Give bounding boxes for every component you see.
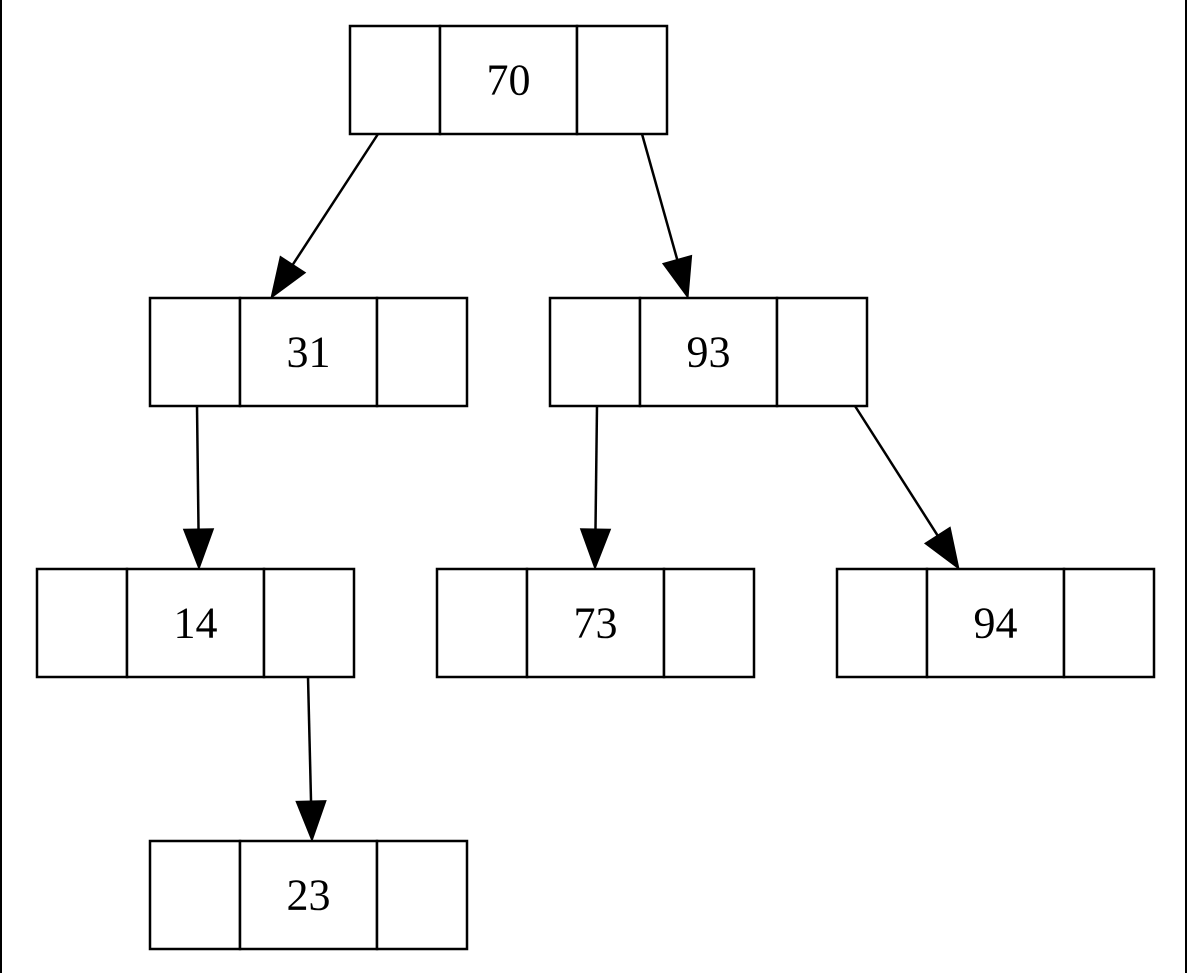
tree-node-23: 23 <box>148 839 469 951</box>
right-pointer-cell <box>662 567 756 679</box>
edge-70-to-31 <box>270 133 380 300</box>
edge-line <box>853 405 939 536</box>
left-pointer-cell <box>148 296 242 408</box>
edge-line <box>195 405 200 530</box>
left-pointer-cell <box>435 567 529 679</box>
arrowhead-icon <box>579 528 612 571</box>
arrowhead-icon <box>923 526 960 571</box>
node-key-label: 23 <box>287 871 331 920</box>
right-pointer-cell <box>375 839 469 951</box>
edge-line <box>594 405 599 530</box>
node-key-label: 73 <box>574 599 618 648</box>
nodes-layer: 70 31 93 14 73 94 23 <box>35 24 1156 951</box>
edge-70-to-93 <box>640 133 693 300</box>
edge-line <box>306 676 313 802</box>
edge-93-to-94 <box>853 405 960 571</box>
key-cell <box>638 296 779 408</box>
right-pointer-cell <box>262 567 356 679</box>
tree-node-94: 94 <box>835 567 1156 679</box>
tree-node-14: 14 <box>35 567 356 679</box>
edge-31-to-14 <box>182 405 215 571</box>
node-key-label: 14 <box>174 599 218 648</box>
left-pointer-cell <box>148 839 242 951</box>
node-key-label: 93 <box>687 328 731 377</box>
arrowhead-icon <box>182 528 215 571</box>
edge-93-to-73 <box>579 405 612 571</box>
right-pointer-cell <box>775 296 869 408</box>
key-cell <box>525 567 666 679</box>
node-key-label: 94 <box>974 599 1018 648</box>
left-pointer-cell <box>548 296 642 408</box>
tree-node-73: 73 <box>435 567 756 679</box>
arrowhead-icon <box>270 255 307 300</box>
edge-line <box>291 133 380 266</box>
key-cell <box>238 839 379 951</box>
key-cell <box>238 296 379 408</box>
arrowhead-icon <box>295 800 327 843</box>
edge-line <box>640 133 679 260</box>
node-key-label: 31 <box>287 328 331 377</box>
right-pointer-cell <box>375 296 469 408</box>
tree-node-93: 93 <box>548 296 869 408</box>
edge-14-to-23 <box>295 676 327 843</box>
key-cell <box>125 567 266 679</box>
tree-node-70: 70 <box>348 24 669 136</box>
key-cell <box>925 567 1066 679</box>
tree-node-31: 31 <box>148 296 469 408</box>
node-key-label: 70 <box>487 56 531 105</box>
right-pointer-cell <box>1062 567 1156 679</box>
edges-layer <box>182 133 960 843</box>
left-pointer-cell <box>835 567 929 679</box>
key-cell <box>438 24 579 136</box>
arrowhead-icon <box>661 254 693 300</box>
left-pointer-cell <box>35 567 129 679</box>
left-pointer-cell <box>348 24 442 136</box>
right-pointer-cell <box>575 24 669 136</box>
